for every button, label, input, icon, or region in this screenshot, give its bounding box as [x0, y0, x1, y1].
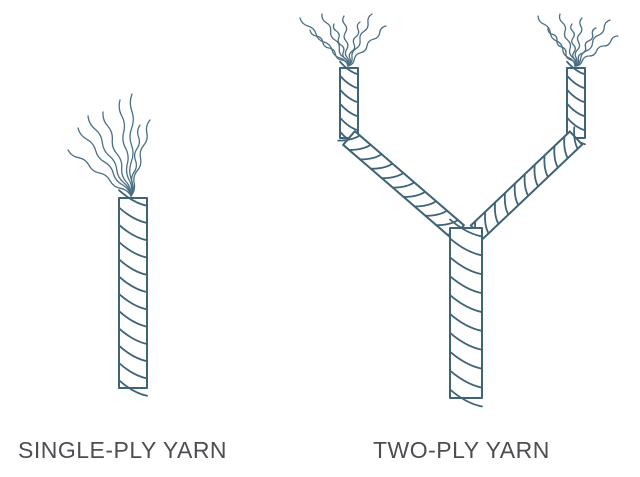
- right-ply-diagonal: [471, 127, 582, 243]
- left-ply-fibers: [300, 14, 386, 66]
- right-ply-fibers: [538, 14, 618, 66]
- two-ply-yarn-label: TWO-PLY YARN: [373, 437, 550, 464]
- single-ply-yarn-label: SINGLE-PLY YARN: [18, 437, 227, 464]
- two-ply-combined: [450, 220, 482, 407]
- single-strand: [119, 190, 147, 396]
- single-fibers: [68, 94, 150, 196]
- two-ply-yarn: [300, 14, 618, 407]
- left-ply-diagonal: [338, 131, 469, 239]
- single-ply-yarn: [68, 94, 150, 396]
